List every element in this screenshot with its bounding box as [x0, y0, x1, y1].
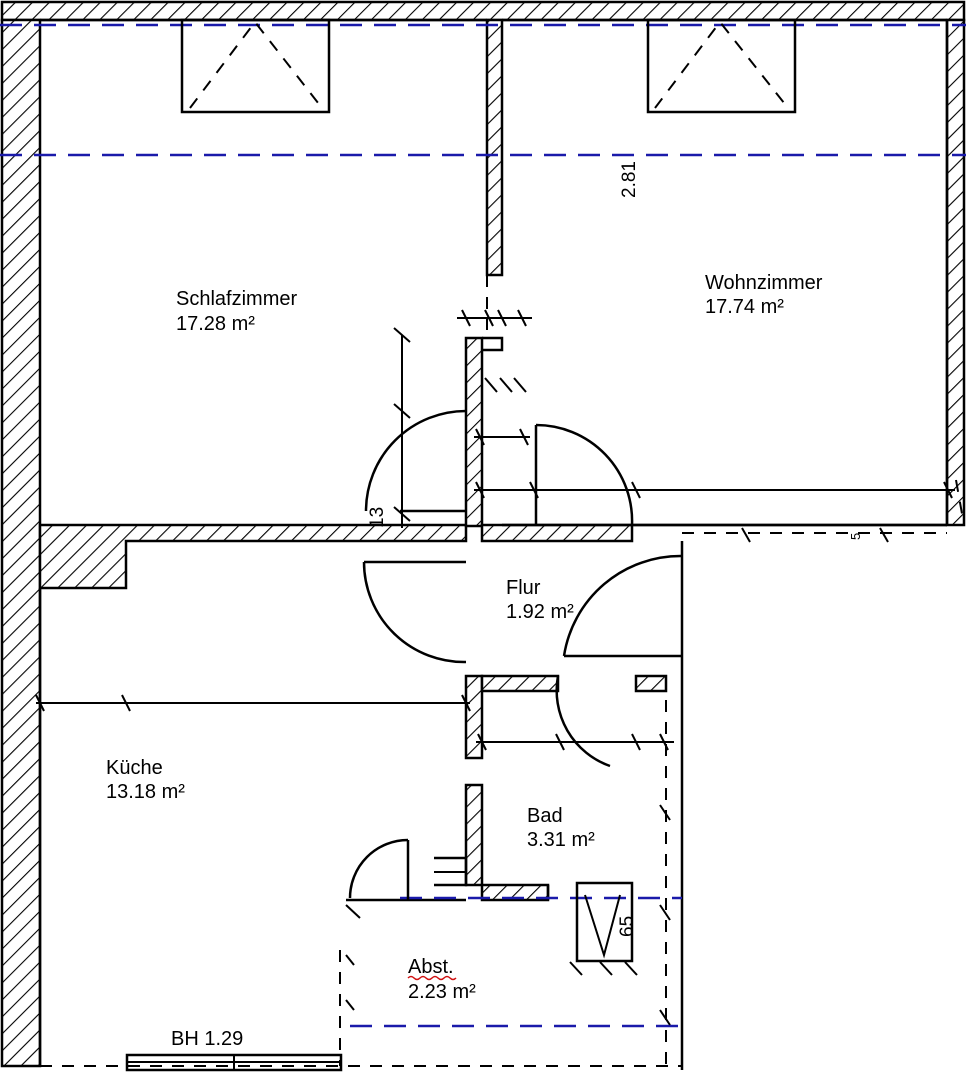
- spellcheck-underline: [407, 975, 457, 981]
- door-kueche: [362, 560, 467, 664]
- room-abst: Abst. 2.23 m²: [407, 956, 476, 1003]
- room-area: 2.23 m²: [408, 981, 476, 1003]
- room-name: Abst.: [408, 956, 454, 978]
- dimension-13-label: 13: [367, 507, 388, 528]
- room-flur: Flur 1.92 m²: [506, 577, 574, 623]
- wall-bad-top-right: [634, 674, 668, 693]
- door-wohn: [534, 423, 634, 526]
- room-wohnzimmer: Wohnzimmer 17.74 m²: [705, 272, 823, 318]
- wall-right: [945, 18, 966, 527]
- corridor-hatching: [345, 336, 671, 1026]
- roof-slope-lines: [0, 23, 966, 1028]
- room-area: 3.31 m²: [527, 829, 595, 851]
- door-bad: [555, 675, 611, 768]
- room-name: Küche: [106, 757, 163, 779]
- room-schlafzimmer: Schlafzimmer 17.28 m²: [176, 288, 297, 335]
- wall-top: [0, 0, 966, 22]
- wall-flur-upper: [464, 336, 484, 528]
- skylight-schlaf: [180, 18, 331, 114]
- room-bad: Bad 3.31 m²: [527, 805, 595, 851]
- room-area: 17.28 m²: [176, 313, 255, 335]
- height-label-wohn: 2.81: [619, 161, 640, 198]
- skylight-wohn: [646, 18, 797, 114]
- room-area: 13.18 m²: [106, 781, 185, 803]
- room-name: Flur: [506, 577, 541, 599]
- step-detail: [434, 856, 468, 887]
- door-flur-right: [562, 554, 683, 658]
- door-abst: [348, 838, 410, 900]
- dimension-65-label: 65: [617, 916, 638, 937]
- room-name: Bad: [527, 805, 563, 827]
- room-name: Schlafzimmer: [176, 288, 297, 310]
- skylight-bad: [575, 881, 634, 963]
- wall-schlaf-kueche: [38, 523, 468, 590]
- wall-partition-upper: [485, 18, 504, 277]
- window-bottom: [125, 1053, 343, 1072]
- room-area: 1.92 m²: [506, 601, 574, 623]
- wall-flur-lower: [464, 674, 484, 760]
- wall-bad-left: [464, 783, 484, 887]
- dimension-5-label: 5: [848, 533, 863, 540]
- open-edges: [40, 275, 965, 1067]
- wall-bad-top-left: [480, 674, 560, 693]
- room-name: Wohnzimmer: [705, 272, 823, 294]
- room-area: 17.74 m²: [705, 296, 784, 318]
- room-kueche: Küche 13.18 m²: [106, 757, 185, 803]
- wall-wohn-bottom-left: [480, 523, 634, 543]
- window-height-label: BH 1.29: [171, 1028, 243, 1050]
- dimension-lines: [35, 309, 955, 751]
- door-schlaf: [364, 409, 467, 513]
- wall-left: [0, 18, 42, 1068]
